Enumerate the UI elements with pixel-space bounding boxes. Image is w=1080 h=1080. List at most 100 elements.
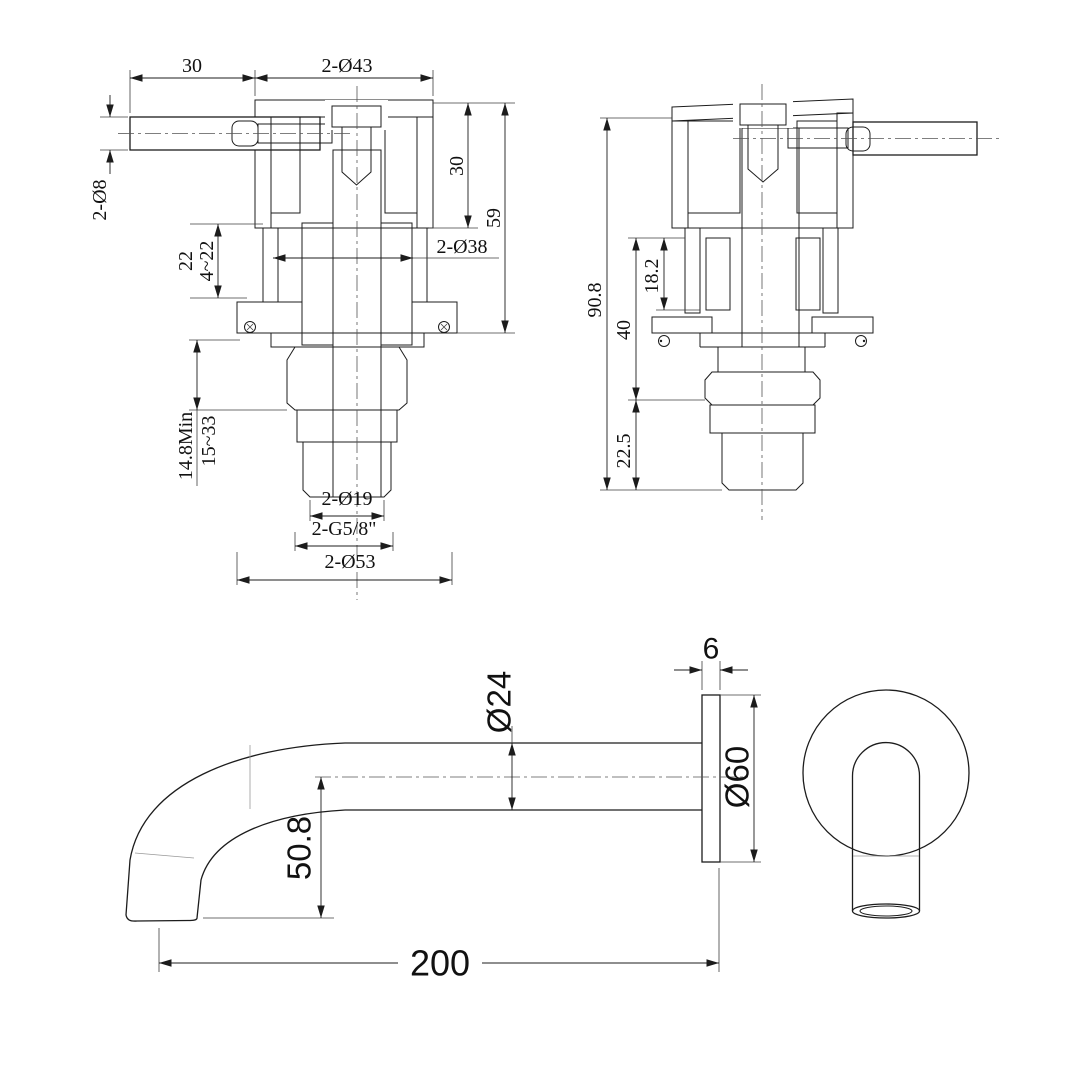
dim-text: 15~33 [198,416,220,467]
outlet-pipe [302,441,392,498]
body-left-wall [671,120,689,229]
spout-dimensions: 6 Ø24 Ø60 50.8 [158,633,761,984]
valve-side-section-view: 90.8 40 18.2 22.5 [584,84,1000,520]
screw-socket [845,126,871,152]
flange-left [236,301,303,334]
handle-screw [787,127,849,149]
dim-text: 200 [410,943,470,984]
dim-flange-diameter: 2-Ø53 [236,551,453,585]
o-ring-left-dot [659,339,663,343]
neck-thread [717,346,806,373]
flange-left [651,316,713,334]
coarse-thread-band [709,404,816,434]
body-cavity-left [270,116,301,214]
dim-text: 14.8Min [175,412,197,480]
dim-engagement: 18.2 [641,238,700,311]
bend-contour-line [134,852,195,859]
wall-plate [701,694,721,863]
dim-drop-height: 50.8 [203,777,334,919]
hex-body [286,346,408,411]
dim-text: 2-Ø43 [321,55,372,77]
dim-text: 40 [613,320,635,340]
valve-a-geometry [118,86,458,600]
dim-text: 2-G5/8" [312,518,377,540]
dim-handle-length: 30 [129,55,256,113]
solid-stem-column [741,127,800,348]
bend-outer-curve [125,742,346,916]
body-left-wall [254,149,272,229]
flange-right [411,301,458,334]
spout-front-geometry [802,689,970,919]
body-right-wall [836,112,854,229]
dim-thread-spec: 2-G5/8" [294,518,394,551]
stem-bore [747,124,779,183]
mouth-inner-bore [859,905,913,917]
body-cavity-right [384,116,418,214]
mouth-outer-rim [851,903,921,919]
dim-cartridge-length: 22 4~22 [175,223,263,299]
o-ring-right-cross2 [440,323,448,331]
dim-overall-height: 90.8 [584,117,722,491]
dim-tail-height: 22.5 [613,400,640,490]
o-ring-left [244,321,256,333]
bend-inner-curve [196,809,346,919]
valve-front-section-view: 30 2-Ø43 2-Ø8 22 4~22 [89,55,515,600]
dim-body-diameter: 2-Ø43 [255,55,434,96]
cap-recess [325,100,388,130]
dim-outlet-diameter: 2-Ø19 [309,488,385,521]
dim-text: Ø60 [719,746,756,808]
spout-tip-edge [125,914,198,922]
dim-text: 2-Ø8 [89,179,111,220]
o-ring-left [658,335,670,347]
dim-pipe-diameter: Ø24 [481,671,518,810]
o-ring-right [438,321,450,333]
dim-text: 2-Ø53 [324,551,375,573]
dim-text: 22.5 [613,434,635,469]
dim-total-height: 59 [457,103,515,334]
dim-text: 6 [703,633,720,666]
spout-side-geometry [125,694,748,922]
dim-text: 59 [483,208,505,228]
body-right-wall [416,116,434,229]
thread-collar-left [705,237,731,311]
dim-mid-height: 40 [613,237,705,401]
dim-reach-length: 200 [158,868,720,984]
sleeve-left-wall [684,227,701,314]
dim-text: 30 [182,55,202,77]
spout-views: 6 Ø24 Ø60 50.8 [125,633,970,984]
valve-a-dimensions: 30 2-Ø43 2-Ø8 22 4~22 [89,55,515,585]
dim-sleeve-diameter: 2-Ø38 [273,236,499,262]
valve-b-geometry [651,84,1000,520]
coarse-thread-band [296,409,398,443]
dim-text: 90.8 [584,283,606,318]
cartridge-collar-right [380,222,413,346]
thread-collar-right [795,237,821,311]
dim-wall-thickness-range: 14.8Min 15~33 [175,339,287,486]
dim-plate-thickness: 6 [674,633,748,690]
dim-text: 50.8 [281,816,318,880]
body-cavity-right [796,120,838,214]
body-cavity-left [687,120,741,214]
dim-text: 30 [446,156,468,176]
dim-plate-diameter: Ø60 [719,694,761,863]
dim-text: 18.2 [641,259,663,294]
flange-right [811,316,874,334]
o-ring-right [855,335,867,347]
sleeve-left-wall [262,227,279,303]
dim-handle-rod-diameter: 2-Ø8 [89,95,128,221]
dim-text: 22 [175,251,197,271]
tail-plug [721,432,804,491]
valve-b-dimensions: 90.8 40 18.2 22.5 [584,117,722,491]
dim-text: 4~22 [196,241,218,282]
pipe-front-arc [851,741,921,777]
cap-recess [733,99,793,128]
wall-plate-front [802,689,970,857]
hex-body [704,371,821,406]
sleeve-right-wall [822,227,839,314]
dim-text: 2-Ø38 [436,236,487,258]
cartridge-collar-left [301,222,334,346]
dim-text: 2-Ø19 [321,488,372,510]
sleeve-right-wall [411,227,428,303]
